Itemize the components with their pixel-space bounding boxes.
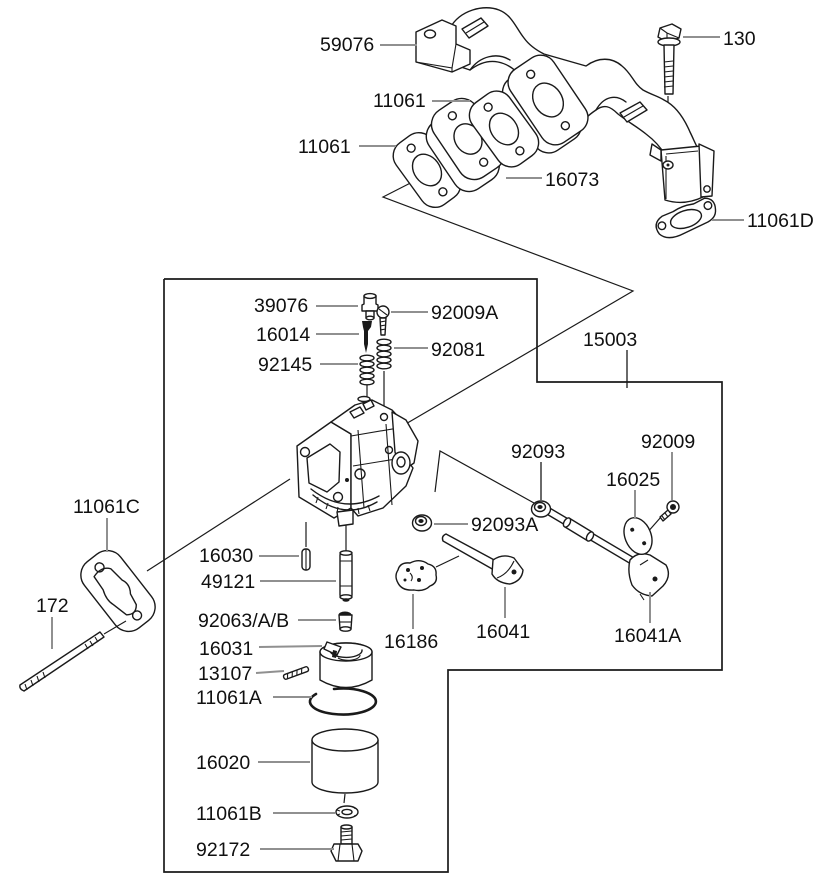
part-label-11061B: 11061B bbox=[196, 803, 262, 825]
part-label-11061D: 11061D bbox=[747, 210, 814, 232]
part-label-59076: 59076 bbox=[320, 34, 374, 56]
collar-92093-drawing bbox=[530, 500, 552, 518]
part-label-16041A: 16041A bbox=[614, 625, 681, 647]
screw-92009-drawing bbox=[659, 500, 680, 522]
jet-needle-16014-drawing bbox=[362, 321, 372, 353]
part-label-11061A: 11061A bbox=[196, 687, 262, 709]
manifold-59076-drawing bbox=[415, 7, 715, 204]
pointer-line-carb-to-gasket-11061c bbox=[146, 478, 291, 572]
part-label-130: 130 bbox=[723, 28, 756, 50]
part-labels-layer: 59076 130 11061 11061 16073 11061D 39076 92009A… bbox=[36, 28, 814, 861]
float-16031-drawing bbox=[319, 641, 373, 689]
screw-92009a-drawing bbox=[376, 305, 390, 336]
spring-92081-drawing bbox=[376, 338, 392, 370]
pin-16030-drawing bbox=[301, 548, 311, 571]
spring-92145-drawing bbox=[359, 354, 375, 386]
part-label-16030: 16030 bbox=[199, 545, 253, 567]
part-label-92172: 92172 bbox=[196, 839, 250, 861]
drain-bolt-92172-drawing bbox=[330, 824, 363, 862]
float-bowl-16020-drawing bbox=[311, 728, 379, 794]
part-label-16031: 16031 bbox=[199, 638, 253, 660]
float-pin-13107-drawing bbox=[282, 666, 310, 680]
assembly-boundary-15003 bbox=[163, 278, 723, 873]
part-label-92009A: 92009A bbox=[431, 302, 498, 324]
part-label-16020: 16020 bbox=[196, 752, 250, 774]
manifold-downpipe bbox=[660, 145, 704, 204]
downpipe-flange-bracket bbox=[698, 143, 715, 198]
part-label-92009: 92009 bbox=[641, 431, 695, 453]
part-label-92093: 92093 bbox=[511, 441, 565, 463]
throttle-shaft-16041-drawing bbox=[441, 533, 524, 585]
part-label-16014: 16014 bbox=[256, 324, 310, 346]
bolt-130-drawing bbox=[657, 23, 682, 95]
choke-shaft-16041a-drawing bbox=[543, 506, 670, 601]
part-label-11061-top: 11061 bbox=[373, 90, 426, 112]
jet-92063-drawing bbox=[338, 611, 353, 632]
carb-drain-stub bbox=[336, 509, 354, 527]
leader-lines-layer bbox=[51, 36, 744, 850]
collar-92093a-drawing bbox=[411, 514, 433, 532]
oring-11061a-drawing bbox=[308, 687, 378, 716]
pointer-line-bowl-washer-link bbox=[343, 793, 346, 804]
part-label-13107: 13107 bbox=[198, 663, 252, 685]
part-label-92145: 92145 bbox=[258, 354, 312, 376]
plate-16186-drawing bbox=[395, 560, 438, 592]
part-label-16025: 16025 bbox=[606, 469, 660, 491]
gasket-11061c-drawing bbox=[80, 549, 156, 633]
part-label-16073: 16073 bbox=[545, 169, 599, 191]
part-label-92063: 92063/A/B bbox=[198, 610, 289, 632]
washer-11061b-drawing bbox=[335, 805, 359, 819]
choke-plate-16025-drawing bbox=[623, 517, 653, 555]
part-label-16186: 16186 bbox=[384, 631, 438, 653]
manifold-left-flange bbox=[415, 19, 471, 73]
stud-172-drawing bbox=[19, 620, 127, 692]
gasket-11061d-drawing bbox=[655, 197, 717, 239]
gasket-11061-top-drawing bbox=[468, 90, 540, 168]
part-label-172: 172 bbox=[36, 595, 69, 617]
part-label-11061-left: 11061 bbox=[298, 136, 351, 158]
part-label-39076: 39076 bbox=[254, 295, 308, 317]
pilot-jet-39076-drawing bbox=[361, 292, 379, 321]
pointer-line-rod-16041-to-plate bbox=[435, 555, 460, 568]
main-jet-49121-drawing bbox=[339, 550, 353, 602]
part-label-16041: 16041 bbox=[476, 621, 530, 643]
part-label-49121: 49121 bbox=[201, 571, 255, 593]
part-label-15003: 15003 bbox=[583, 329, 637, 351]
part-label-92093A: 92093A bbox=[471, 514, 538, 536]
part-label-92081: 92081 bbox=[431, 339, 485, 361]
pointer-line-gasket-to-carb-v bbox=[381, 171, 635, 426]
choke-lever-plate bbox=[628, 553, 670, 597]
leader-line-16031 bbox=[258, 645, 323, 648]
part-label-11061C: 11061C bbox=[73, 496, 140, 518]
pointer-line-carb-to-choke-shaft bbox=[434, 450, 535, 504]
leader-line-13107 bbox=[255, 670, 285, 674]
carburetor-body-drawing bbox=[296, 395, 419, 527]
